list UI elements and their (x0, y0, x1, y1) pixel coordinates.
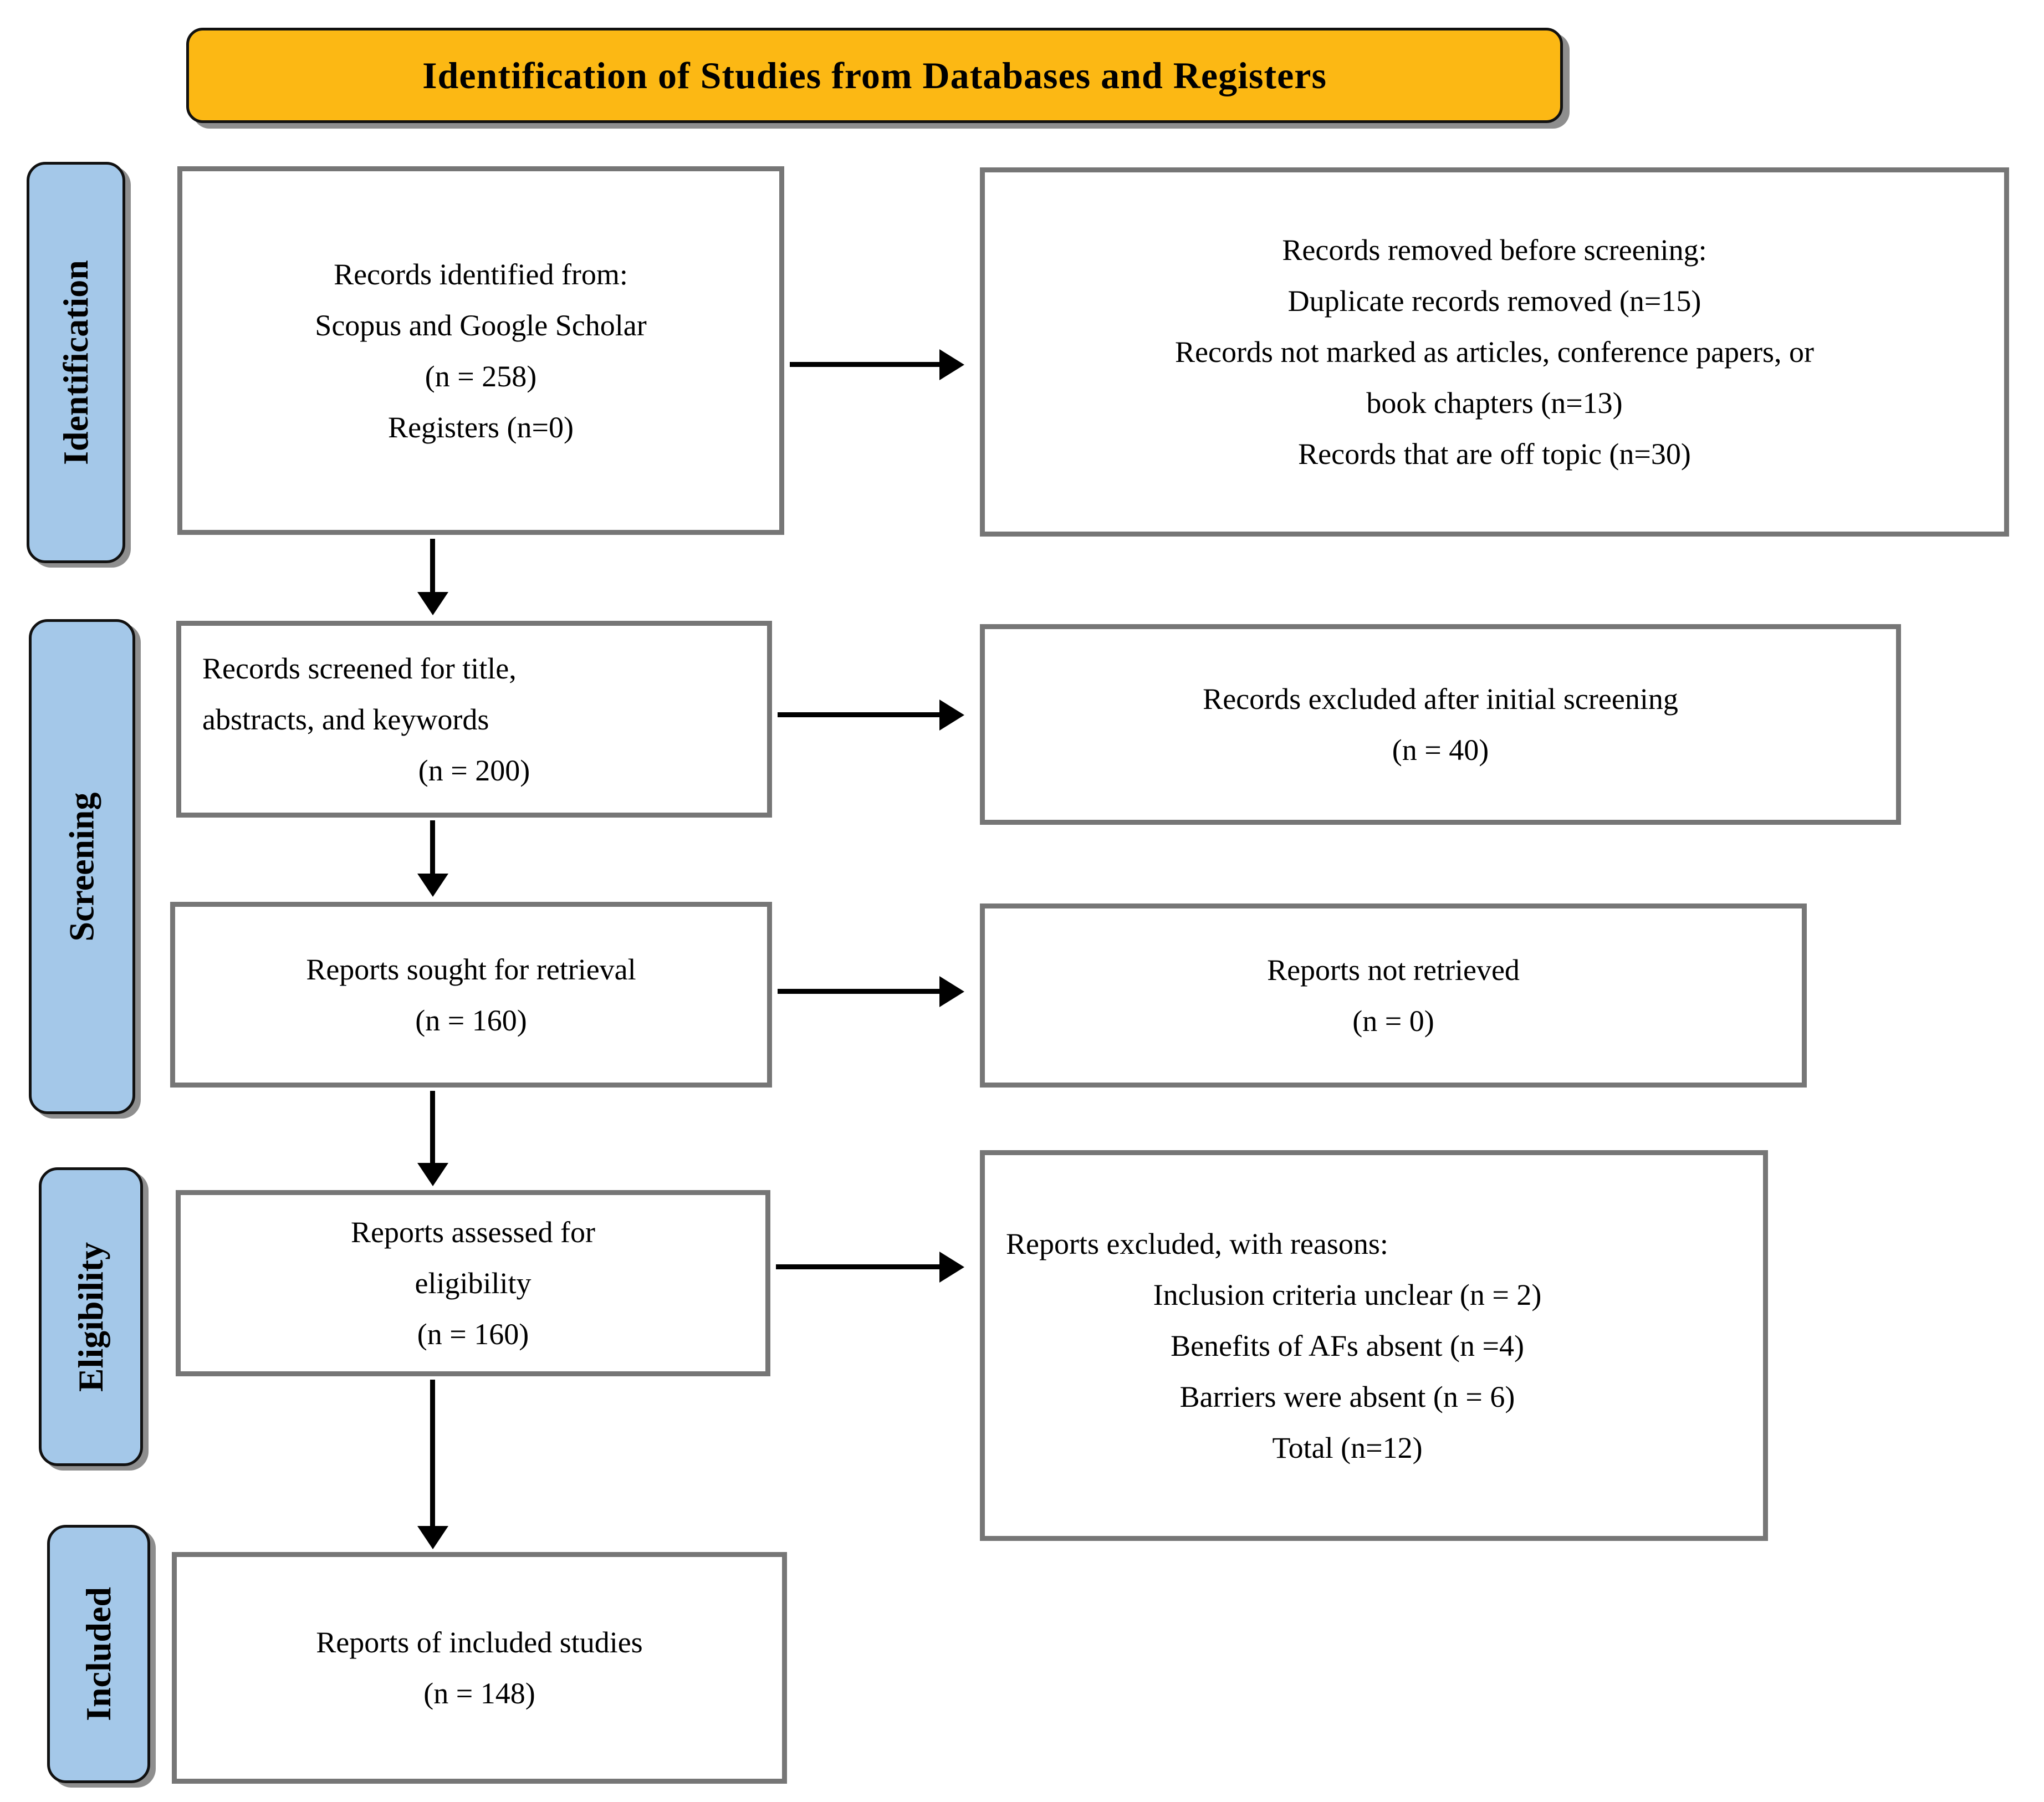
box-text-line: Total (n=12) (1272, 1431, 1423, 1464)
box-text-line: (n = 258) (425, 359, 537, 393)
box-text-line: (n = 200) (418, 753, 530, 787)
box-text-line: Reports assessed for (351, 1216, 595, 1249)
box-reports-included: Reports of included studies (n = 148) (172, 1552, 787, 1784)
box-text-line: Reports sought for retrieval (306, 952, 636, 986)
stage-label-included: Included (47, 1525, 150, 1783)
box-text-line: eligibility (415, 1267, 532, 1300)
arrow-sought-to-not-retrieved (778, 989, 939, 994)
box-text-line: (n = 160) (417, 1318, 529, 1351)
title-text: Identification of Studies from Databases… (422, 54, 1327, 96)
title-banner: Identification of Studies from Databases… (186, 28, 1563, 123)
box-text-line: Registers (n=0) (388, 410, 574, 444)
box-reports-not-retrieved: Reports not retrieved (n = 0) (980, 903, 1807, 1088)
box-reports-sought: Reports sought for retrieval (n = 160) (170, 902, 772, 1088)
stage-label-eligibility-text: Eligibility (71, 1242, 110, 1392)
box-text-line: Reports of included studies (316, 1626, 643, 1659)
box-text-line: Duplicate records removed (n=15) (1287, 284, 1701, 318)
box-text-line: (n = 160) (415, 1003, 527, 1037)
box-text-line: Inclusion criteria unclear (n = 2) (1153, 1278, 1542, 1311)
box-reports-assessed: Reports assessed for eligibility (n = 16… (176, 1190, 770, 1376)
box-records-screened: Records screened for title, abstracts, a… (176, 621, 772, 818)
box-reports-excluded-reasons: Reports excluded, with reasons: Inclusio… (980, 1150, 1768, 1541)
box-text-line: (n = 148) (423, 1677, 535, 1710)
box-records-identified: Records identified from: Scopus and Goog… (177, 166, 784, 535)
box-text-line: (n = 40) (1392, 733, 1489, 767)
arrow-assessed-to-excluded-reasons (776, 1264, 939, 1269)
box-text-line: Records identified from: (334, 257, 628, 291)
box-text-line: book chapters (n=13) (1366, 386, 1623, 420)
box-records-removed: Records removed before screening: Duplic… (980, 167, 2009, 537)
stage-label-eligibility: Eligibility (39, 1167, 143, 1466)
box-text-line: Records removed before screening: (1282, 233, 1707, 267)
box-records-excluded: Records excluded after initial screening… (980, 624, 1901, 825)
arrow-identified-to-removed (790, 362, 939, 367)
arrow-identified-to-screened (430, 539, 435, 592)
box-text-line: Reports excluded, with reasons: (1006, 1227, 1388, 1260)
box-text-line: abstracts, and keywords (202, 702, 489, 736)
box-text-line: Records excluded after initial screening (1203, 682, 1678, 716)
box-text-line: Barriers were absent (n = 6) (1179, 1380, 1515, 1413)
box-text-line: Scopus and Google Scholar (315, 308, 647, 342)
arrow-screened-to-excluded (778, 712, 939, 717)
box-text-line: Records not marked as articles, conferen… (1175, 335, 1814, 369)
box-text-line: Records screened for title, (202, 651, 517, 685)
box-text-line: Records that are off topic (n=30) (1298, 437, 1691, 471)
box-text-line: (n = 0) (1352, 1004, 1434, 1038)
box-text-line: Reports not retrieved (1267, 953, 1520, 987)
stage-label-identification-text: Identification (56, 260, 95, 465)
stage-label-screening: Screening (29, 619, 135, 1114)
stage-label-included-text: Included (79, 1587, 118, 1721)
box-text-line: Benefits of AFs absent (n =4) (1171, 1329, 1524, 1362)
stage-label-screening-text: Screening (62, 792, 101, 942)
stage-label-identification: Identification (27, 162, 125, 563)
arrow-assessed-to-included (430, 1380, 435, 1526)
arrow-sought-to-assessed (430, 1091, 435, 1163)
arrow-screened-to-sought (430, 820, 435, 874)
